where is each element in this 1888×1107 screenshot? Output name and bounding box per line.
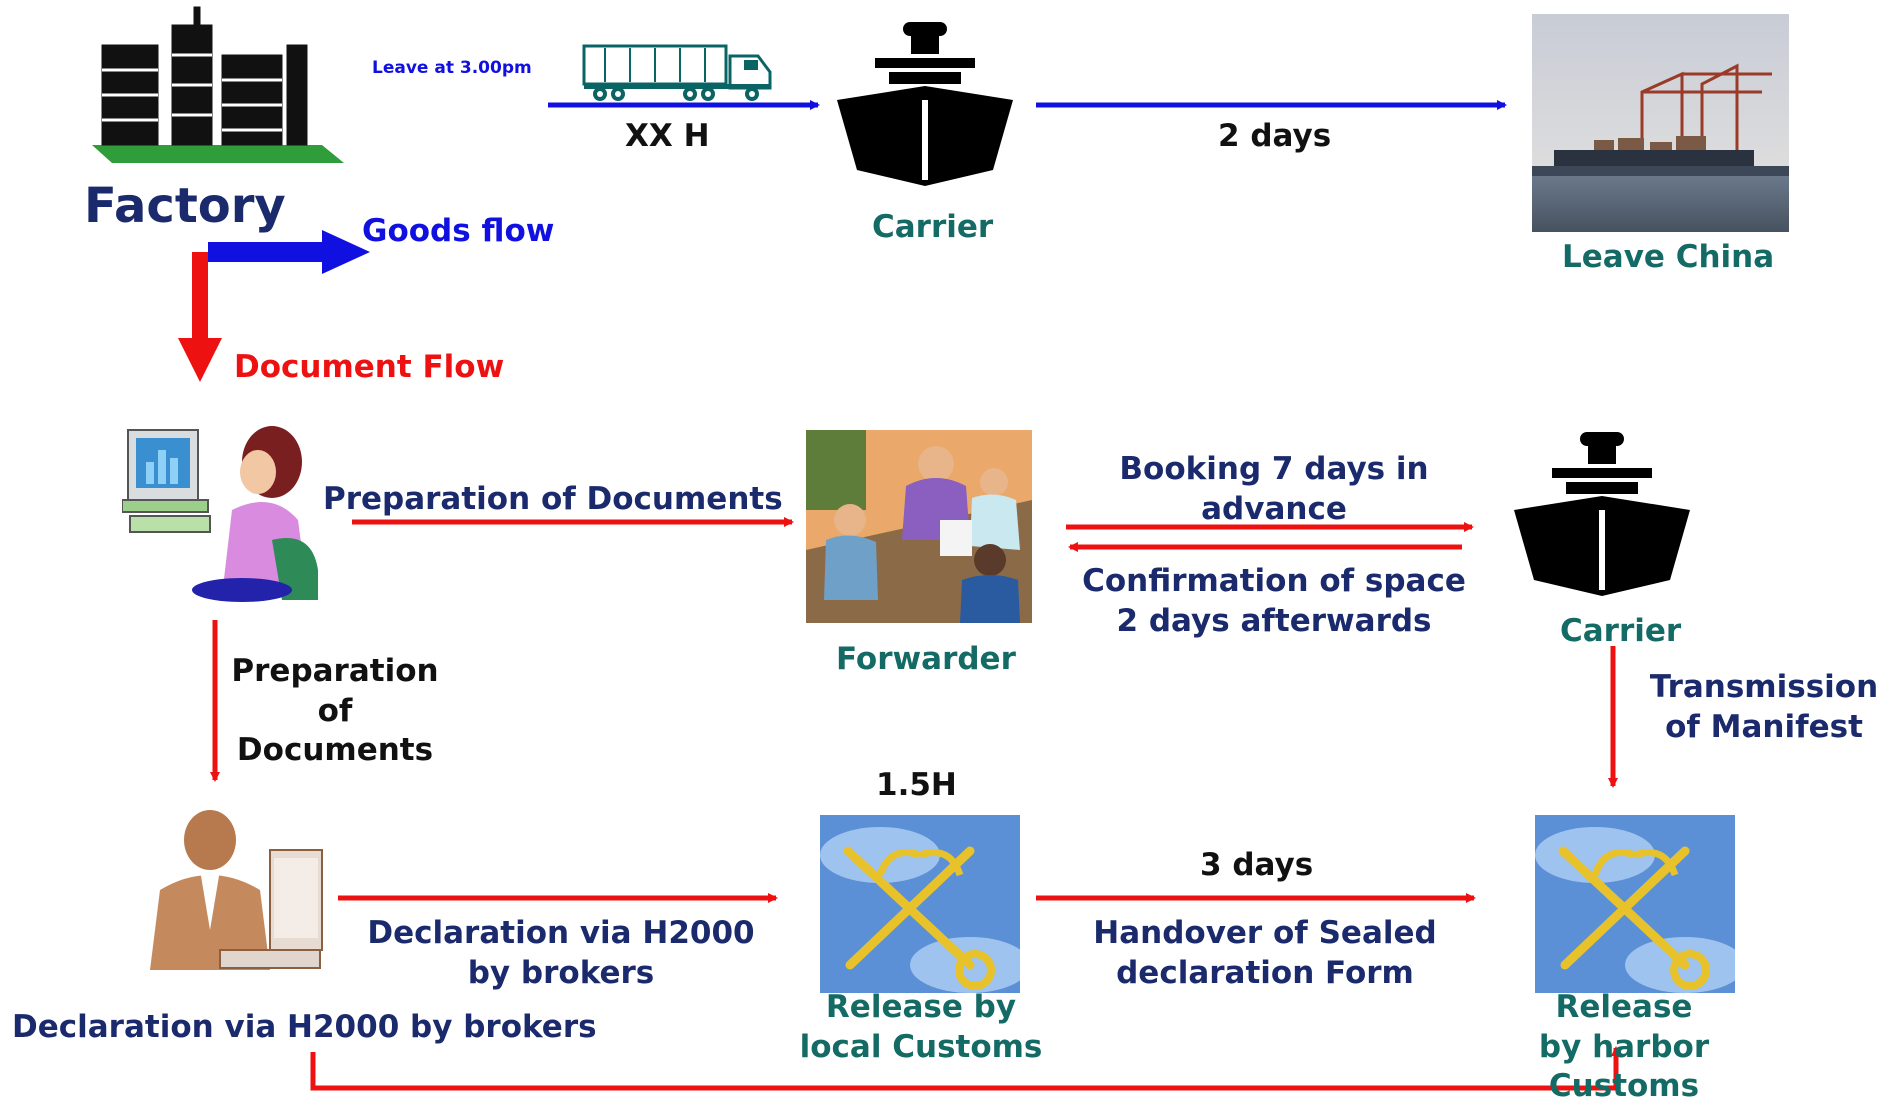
forwarder-meeting-picture: [806, 430, 1032, 623]
declaration-node-label: Declaration via H2000 by brokers: [12, 1009, 597, 1045]
carrier-label-top: Carrier: [872, 209, 994, 245]
legend-goods-arrow: [208, 230, 370, 274]
release-local-customs-label: Release by local Customs: [799, 989, 1043, 1065]
office-worker-computer-icon: [122, 426, 318, 602]
transmission-label: Transmission of Manifest: [1649, 669, 1879, 745]
handover-label: Handover of Sealed declaration Form: [1093, 915, 1437, 991]
broker-man-computer-icon: [150, 810, 323, 970]
booking-label: Booking 7 days in advance: [1119, 451, 1429, 527]
legend-document-arrow: [178, 252, 222, 382]
carrier-ship-icon-2: [1514, 432, 1690, 596]
legend-goods-flow-label: Goods flow: [362, 213, 555, 249]
confirmation-label: Confirmation of space 2 days afterwards: [1082, 563, 1466, 639]
leave-time-label: Leave at 3.00pm: [372, 58, 532, 78]
handover-time-label: 3 days: [1200, 847, 1314, 883]
doc-arrow-bottom-loop: [310, 1046, 1621, 1091]
port-photo: [1532, 14, 1789, 232]
declaration-arrow-label: Declaration via H2000 by brokers: [367, 915, 755, 991]
leave-china-label: Leave China: [1562, 239, 1775, 275]
carrier-label-bottom: Carrier: [1560, 613, 1682, 649]
forwarder-label: Forwarder: [836, 641, 1016, 677]
truck-duration-label: XX H: [625, 118, 710, 154]
prep-documents-arrow-label: Preparation of Documents: [323, 481, 783, 517]
factory-building-icon: [92, 6, 344, 163]
customs-logo-harbor: [1535, 815, 1735, 993]
factory-label: Factory: [84, 178, 286, 234]
carrier-ship-icon: [837, 22, 1013, 186]
truck-icon: [582, 44, 772, 101]
prep-documents-vertical-label: Preparation of Documents: [231, 653, 439, 769]
local-time-label: 1.5H: [876, 767, 957, 803]
customs-logo-local: [820, 815, 1020, 993]
sea-duration-label: 2 days: [1218, 118, 1332, 154]
release-harbor-customs-label: Release by harbor Customs: [1538, 989, 1710, 1105]
legend-document-flow-label: Document Flow: [234, 349, 505, 385]
